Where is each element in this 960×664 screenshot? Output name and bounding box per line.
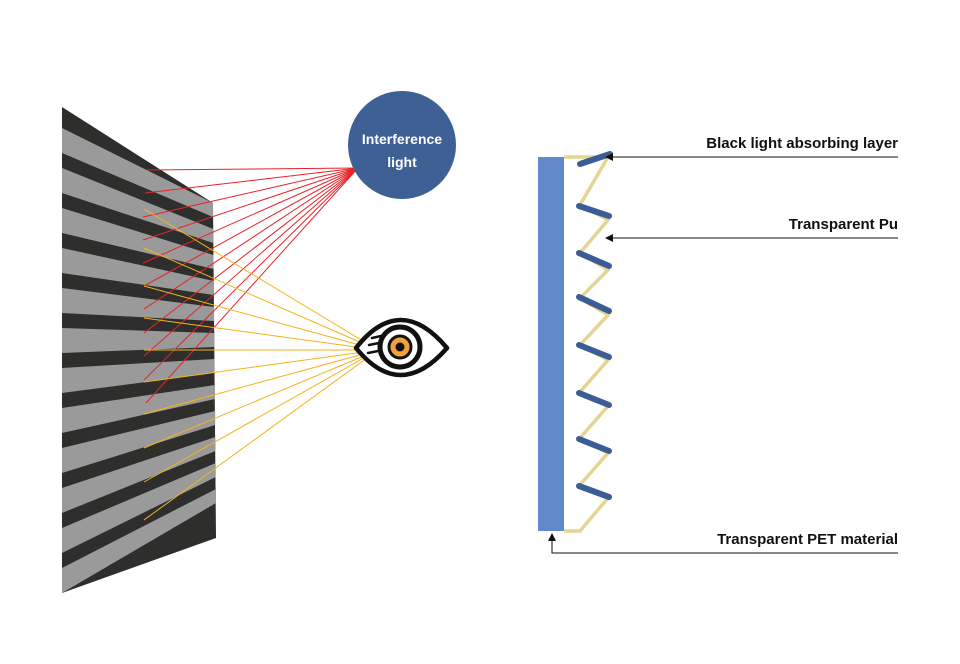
interference-light-label-line2: light xyxy=(387,154,417,170)
interference-ray xyxy=(143,167,359,334)
interference-ray xyxy=(143,167,359,287)
film-structure xyxy=(538,151,613,533)
absorbing-strip xyxy=(576,294,612,314)
callouts: Black light absorbing layer Transparent … xyxy=(548,135,898,554)
arrow-pet-material xyxy=(548,533,898,554)
label-black-light-absorbing-layer: Black light absorbing layer xyxy=(706,135,898,152)
interference-light-label-line1: Interference xyxy=(362,131,442,147)
reflected-ray xyxy=(143,247,379,351)
reflected-ray xyxy=(143,285,379,351)
interference-ray xyxy=(145,167,359,404)
interference-ray xyxy=(142,167,359,241)
panel-facet xyxy=(62,208,214,269)
interference-light-source: Interference light xyxy=(348,91,456,199)
interference-ray xyxy=(146,167,359,171)
interference-ray xyxy=(142,167,359,264)
panel-facet xyxy=(62,489,216,593)
absorbing-strip xyxy=(576,250,612,269)
absorbing-strip xyxy=(576,342,612,360)
panel-facet xyxy=(62,463,216,553)
reflected-ray xyxy=(143,208,379,351)
reflected-ray xyxy=(143,349,379,415)
eye-lash-marks xyxy=(366,334,383,355)
eye-iris-ring xyxy=(377,324,423,370)
label-transparent-pet-material: Transparent PET material xyxy=(717,531,898,548)
reflected-ray xyxy=(143,349,379,449)
panel-facet xyxy=(62,385,215,433)
panel-facet xyxy=(62,359,215,393)
interference-ray xyxy=(143,167,359,310)
label-transparent-pu: Transparent Pu xyxy=(789,216,898,233)
panel-facet xyxy=(62,437,216,513)
interference-ray xyxy=(142,167,359,218)
panel-facet xyxy=(62,288,215,321)
black-absorbing-strips xyxy=(576,151,613,500)
eye-pupil-center xyxy=(395,342,405,352)
panel-facet xyxy=(62,328,215,353)
reflected-ray xyxy=(143,349,379,383)
reflected-ray xyxy=(143,349,379,521)
panel-facet xyxy=(62,411,216,473)
pet-substrate xyxy=(538,157,564,531)
interference-ray xyxy=(143,167,359,357)
reflected-ray xyxy=(143,349,379,483)
panel-facet xyxy=(62,168,214,243)
absorbing-strip xyxy=(576,390,612,408)
interference-light-circle xyxy=(348,91,456,199)
absorbing-strip xyxy=(576,203,612,219)
panel-facet xyxy=(62,248,214,295)
reflected-ray xyxy=(143,317,379,351)
eye-icon xyxy=(353,317,450,378)
interference-ray xyxy=(144,167,359,194)
absorbing-strip xyxy=(576,436,612,454)
reflected-light-rays xyxy=(143,208,379,521)
panel-facet xyxy=(62,128,213,217)
absorbing-strip xyxy=(576,483,612,500)
